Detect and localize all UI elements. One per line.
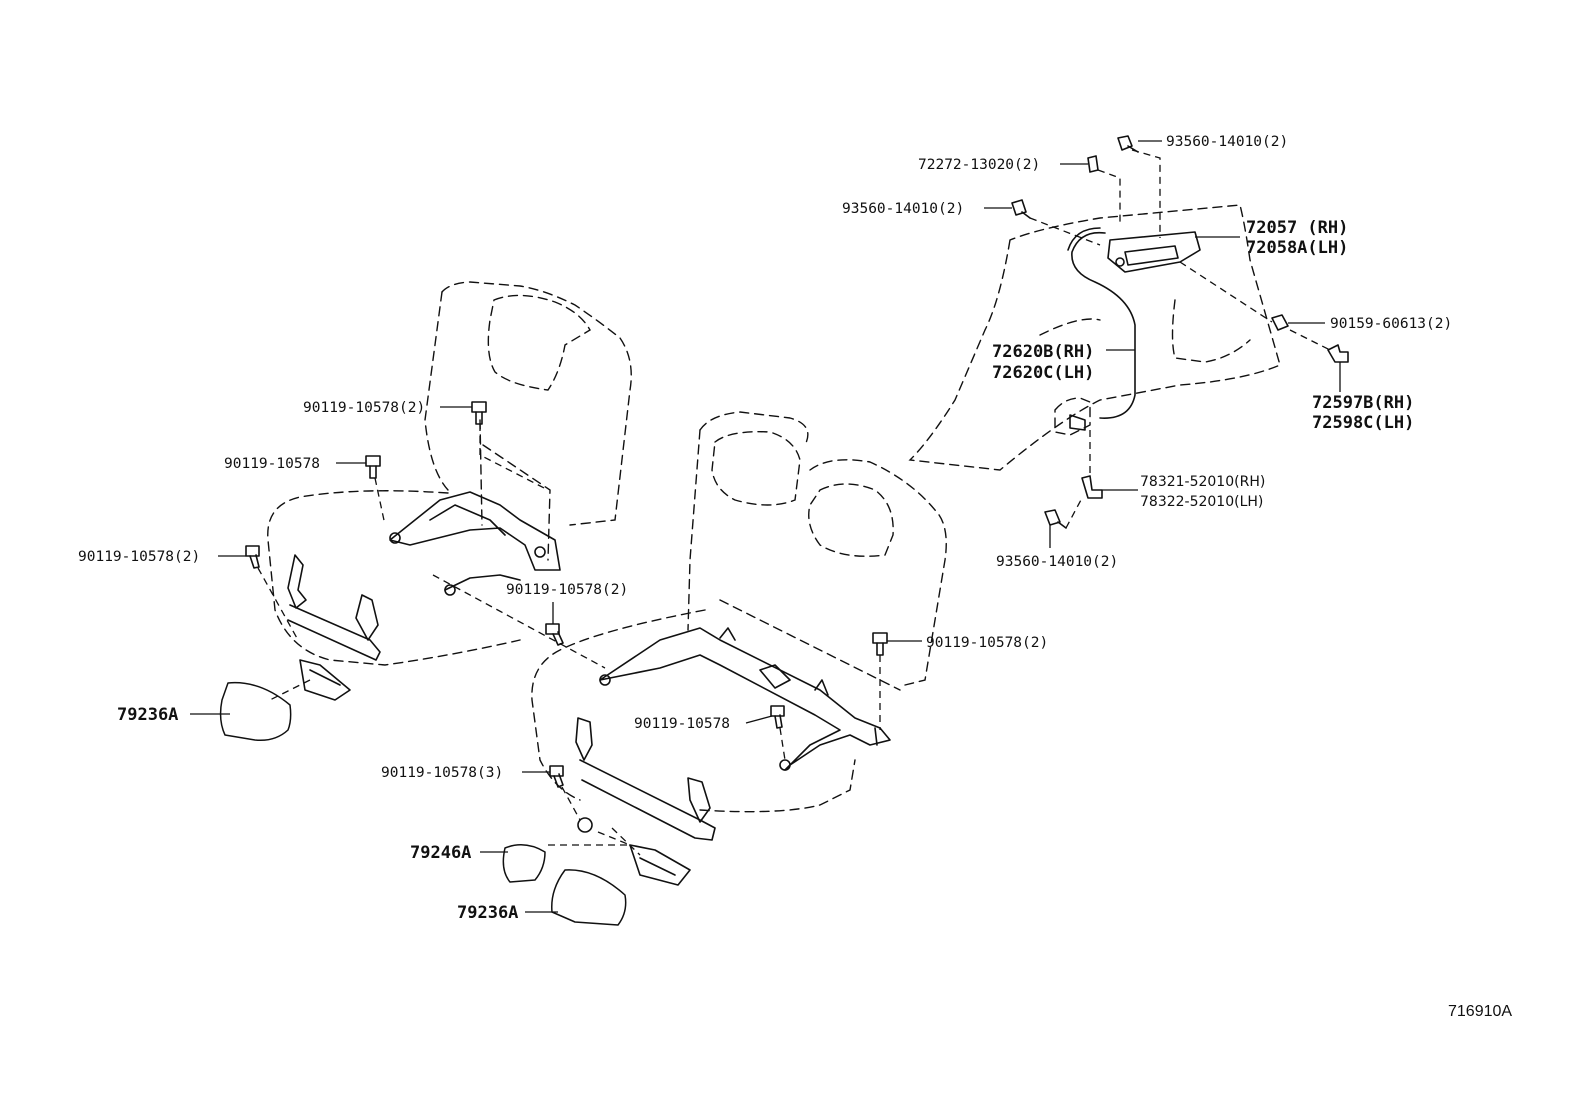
clip-icon: [1087, 155, 1099, 173]
assembly-lines: [257, 149, 1331, 856]
cover-icon: [219, 681, 292, 742]
label-72620b: 72620B(RH): [992, 342, 1094, 362]
label-93560-14010-top: 93560-14010(2): [1166, 134, 1288, 150]
bolt-icon: [770, 705, 785, 729]
label-79236a-left: 79236A: [117, 705, 178, 725]
label-79246a: 79246A: [410, 843, 471, 863]
label-72597b: 72597B(RH): [1312, 393, 1414, 413]
bracket-icon: [1081, 475, 1103, 499]
bolt-icon: [1044, 509, 1067, 529]
leader-lines: [190, 140, 1341, 913]
label-79236a-right: 79236A: [457, 903, 518, 923]
right-seat-frame: [575, 627, 891, 886]
label-72057: 72057 (RH): [1246, 218, 1348, 238]
bolt-icon: [1117, 135, 1139, 153]
bolt-icon: [365, 455, 381, 479]
clip-icon: [1327, 344, 1349, 363]
label-90119-10578-b: 90119-10578: [224, 456, 320, 472]
trim-panel-outline: [908, 204, 1281, 471]
label-90159-60613: 90159-60613(2): [1330, 316, 1452, 332]
label-90119-10578-a: 90119-10578(2): [303, 400, 425, 416]
label-72598c: 72598C(LH): [1312, 413, 1414, 433]
bolt-icon: [245, 545, 260, 569]
bolt-icon: [872, 632, 888, 656]
cover-icon: [551, 869, 627, 926]
label-72272-13020: 72272-13020(2): [918, 157, 1040, 173]
label-93560-14010-mid: 93560-14010(2): [842, 201, 964, 217]
handle-assembly: [1067, 227, 1201, 431]
label-90119-10578-e: 90119-10578(2): [926, 635, 1048, 651]
label-90119-10578-d: 90119-10578(2): [506, 582, 628, 598]
cover-icon: [502, 844, 546, 883]
left-seat-outline: [267, 281, 632, 666]
bolt-icon: [1011, 199, 1031, 219]
bolt-icon: [471, 401, 487, 425]
bolt-icon: [549, 765, 564, 788]
label-72058a: 72058A(LH): [1246, 238, 1348, 258]
label-72620c: 72620C(LH): [992, 363, 1094, 383]
label-90119-10578-f: 90119-10578: [634, 716, 730, 732]
label-90119-10578-g: 90119-10578(3): [381, 765, 503, 781]
label-93560-14010-low: 93560-14010(2): [996, 554, 1118, 570]
left-seat-frame: [287, 491, 561, 701]
label-78322-52010: 78322-52010(LH): [1140, 494, 1263, 510]
label-78321-52010: 78321-52010(RH): [1140, 474, 1265, 490]
right-seat-outline: [531, 411, 947, 813]
diagram-id: 716910A: [1448, 1003, 1512, 1020]
label-90119-10578-c: 90119-10578(2): [78, 549, 200, 565]
bolt-icon: [1271, 314, 1289, 331]
bolt-icon: [545, 623, 564, 646]
